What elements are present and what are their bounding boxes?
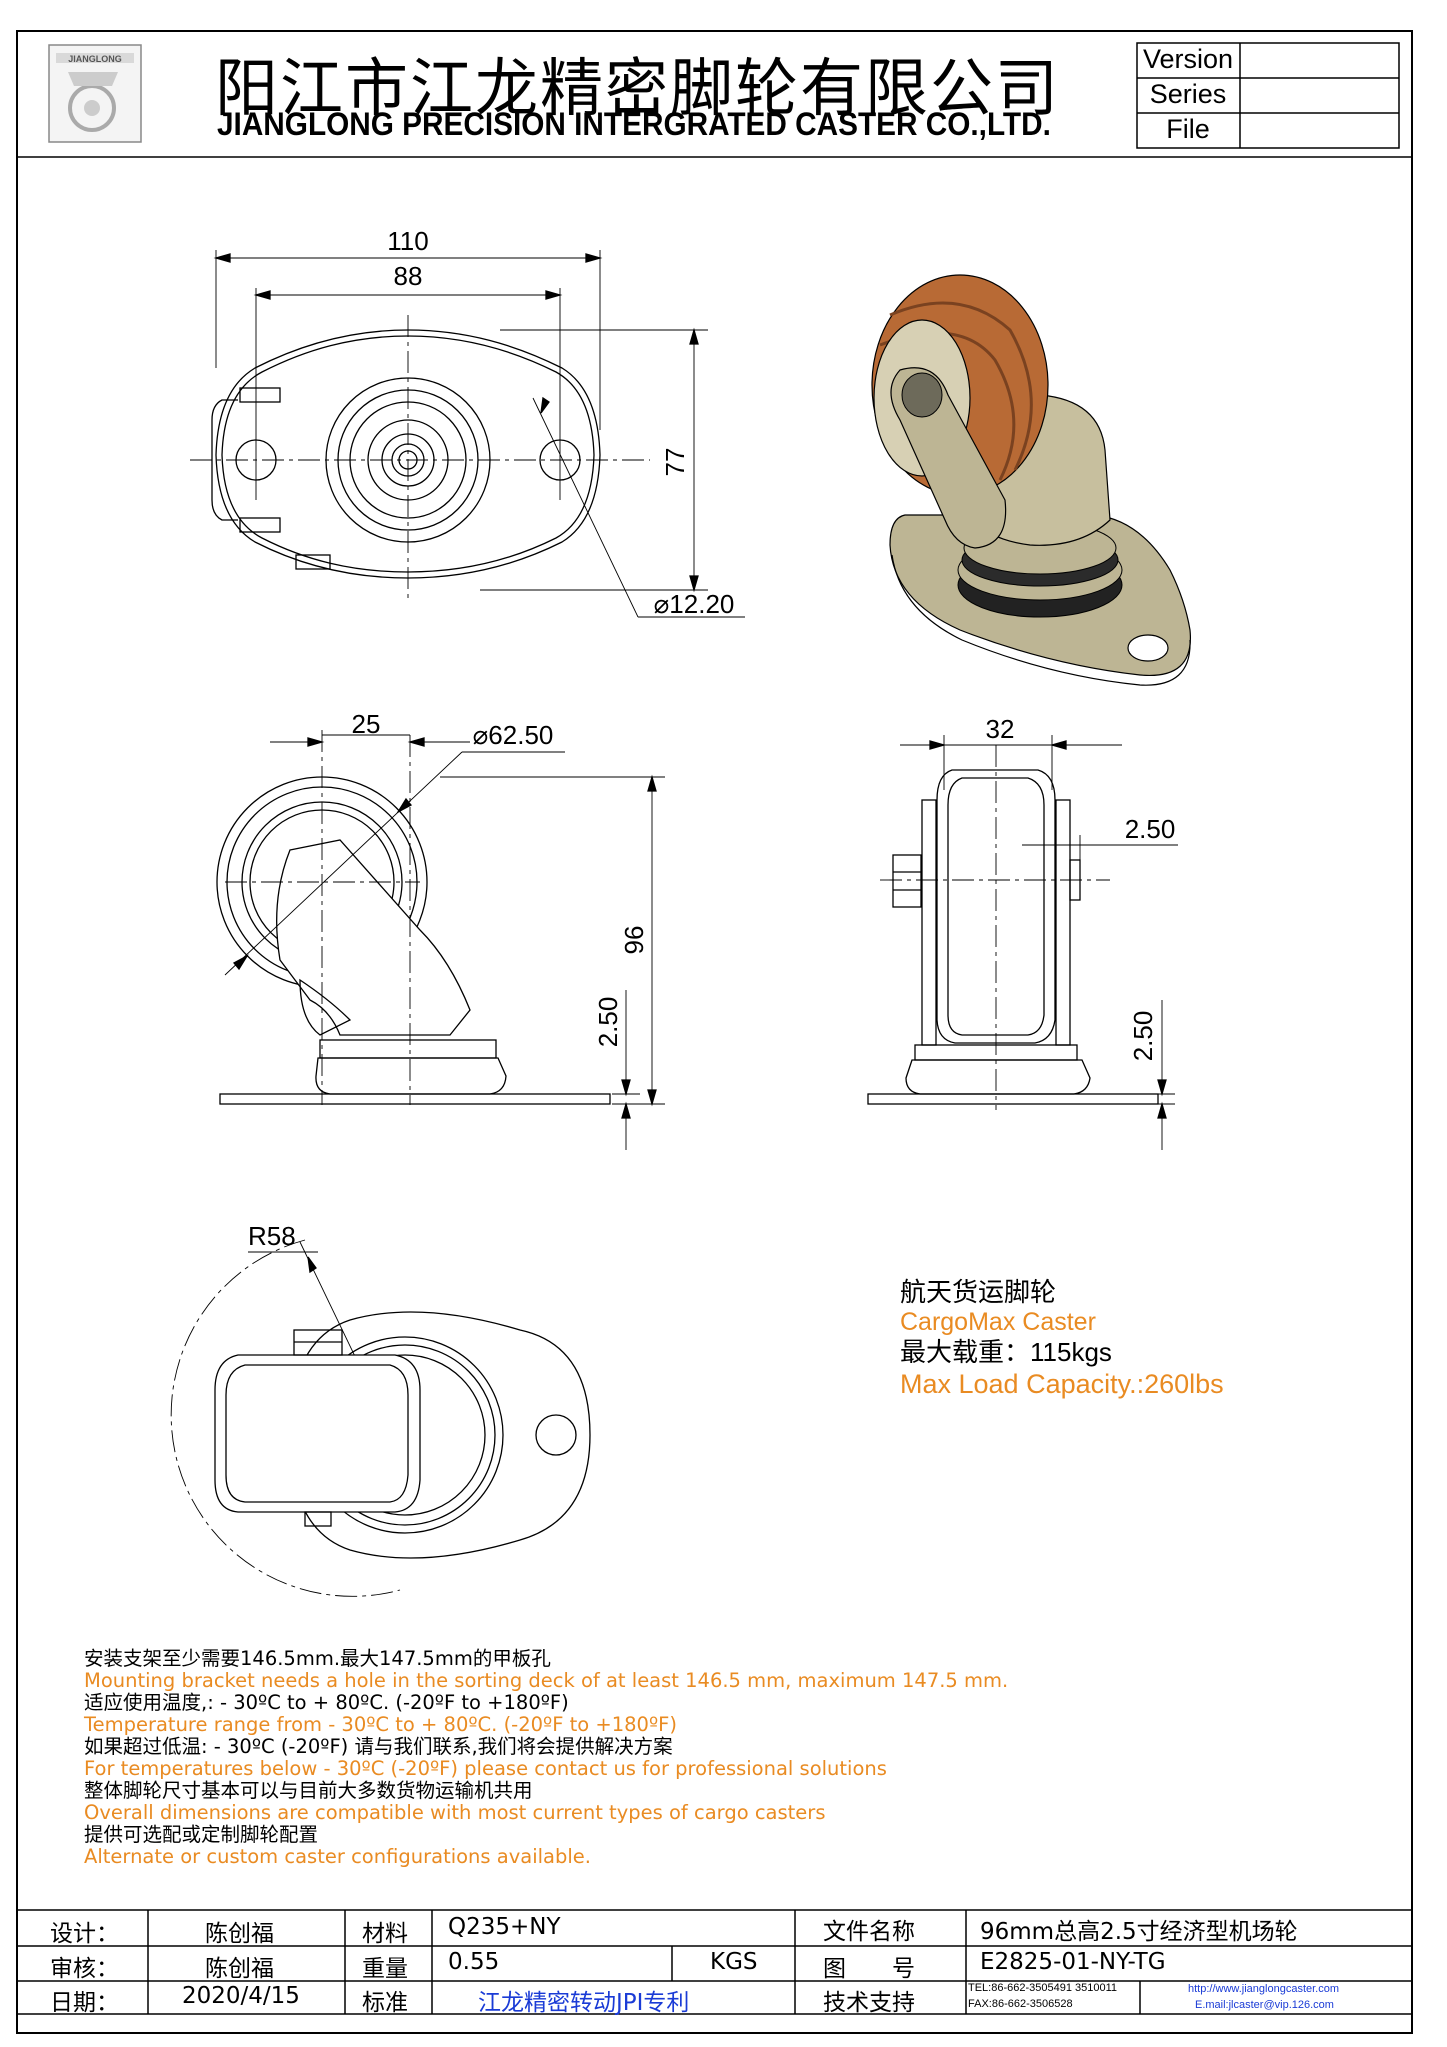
check-label: 审核： — [50, 1956, 119, 1982]
weight-unit: KGS — [710, 1949, 758, 1975]
company-logo: JIANGLONG — [48, 44, 142, 143]
max-load-en: Max Load Capacity.:260lbs — [900, 1369, 1224, 1399]
title-block — [17, 1909, 1412, 2015]
date-value: 2020/4/15 — [182, 1983, 300, 2009]
design-value: 陈创福 — [205, 1921, 274, 1947]
side-view — [216, 730, 665, 1150]
company-name-english: JIANGLONG PRECISION INTERGRATED CASTER C… — [217, 106, 1051, 142]
logo-text: JIANGLONG — [68, 54, 122, 64]
front-view — [867, 735, 1178, 1150]
note-line: 适应使用温度,: - 30ºC to + 80ºC. (-20ºF to +18… — [84, 1691, 569, 1714]
note-line: 整体脚轮尺寸基本可以与目前大多数货物运输机共用 — [84, 1779, 533, 1802]
check-value: 陈创福 — [205, 1956, 274, 1982]
file-name-label: 文件名称 — [823, 1919, 915, 1945]
max-load-cn: 最大载重：115kgs — [900, 1337, 1112, 1367]
bottom-view — [170, 1239, 591, 1597]
standard-label: 标准 — [362, 1990, 408, 2016]
note-line: Mounting bracket needs a hole in the sor… — [84, 1669, 1009, 1692]
note-line: Temperature range from - 30ºC to + 80ºC.… — [84, 1713, 677, 1736]
drawing-number-label: 图 号 — [823, 1956, 915, 1982]
meta-series-label: Series — [1150, 79, 1227, 109]
dim-gap: 2.50 — [1125, 814, 1176, 844]
weight-label: 重量 — [362, 1956, 408, 1982]
file-name-value: 96mm总高2.5寸经济型机场轮 — [980, 1919, 1298, 1945]
dim-hole-diameter: ⌀12.20 — [654, 589, 735, 619]
material-label: 材料 — [362, 1921, 408, 1947]
standard-value: 江龙精密转动JPI专利 — [478, 1990, 690, 2016]
dim-wheel-width: 32 — [986, 714, 1015, 744]
note-line: 如果超过低温: - 30ºC (-20ºF) 请与我们联系,我们将会提供解决方案 — [84, 1735, 673, 1758]
drawing-number-value: E2825-01-NY-TG — [980, 1949, 1166, 1975]
meta-file-label: File — [1166, 114, 1210, 144]
dim-plate-thickness-right: 2.50 — [1128, 1011, 1158, 1062]
note-line: For temperatures below - 30ºC (-20ºF) pl… — [84, 1757, 887, 1780]
dim-width-outer: 110 — [387, 226, 428, 256]
tel: TEL:86-662-3505491 3510011 — [968, 1982, 1118, 1994]
dim-swivel-radius: R58 — [248, 1221, 296, 1251]
dim-width-holes: 88 — [394, 261, 423, 291]
dim-total-height: 96 — [619, 926, 649, 955]
weight-value: 0.55 — [448, 1949, 500, 1975]
website-link[interactable]: http://www.jianglongcaster.com — [1188, 1983, 1340, 1995]
sheet-border — [16, 30, 1413, 2034]
note-line: 提供可选配或定制脚轮配置 — [84, 1823, 319, 1846]
dim-offset: 25 — [352, 709, 381, 739]
note-line: Alternate or custom caster configuration… — [84, 1845, 591, 1868]
design-label: 设计： — [50, 1921, 119, 1947]
tech-support-label: 技术支持 — [823, 1990, 915, 2016]
product-spec: 航天货运脚轮 CargoMax Caster 最大载重：115kgs Max L… — [900, 1277, 1224, 1401]
material-value: Q235+NY — [448, 1914, 561, 1940]
company-name-chinese: 阳江市江龙精密脚轮有限公司 — [215, 52, 1060, 125]
fax: FAX:86-662-3506528 — [968, 1998, 1073, 2010]
date-label: 日期： — [50, 1990, 119, 2016]
meta-table — [1136, 42, 1400, 149]
note-line: 安装支架至少需要146.5mm.最大147.5mm的甲板孔 — [84, 1647, 551, 1670]
meta-version-label: Version — [1143, 44, 1233, 74]
dim-plate-thickness-left: 2.50 — [593, 997, 623, 1048]
note-line: Overall dimensions are compatible with m… — [84, 1801, 826, 1824]
caster-3d-view — [871, 274, 1191, 686]
top-view — [190, 250, 745, 618]
product-name-cn: 航天货运脚轮 — [900, 1277, 1057, 1307]
product-name-en: CargoMax Caster — [900, 1308, 1096, 1336]
dim-height-plate: 77 — [660, 448, 690, 477]
email-link[interactable]: E.mail:jlcaster@vip.126.com — [1195, 1999, 1334, 2011]
dim-wheel-diameter: ⌀62.50 — [473, 720, 554, 750]
